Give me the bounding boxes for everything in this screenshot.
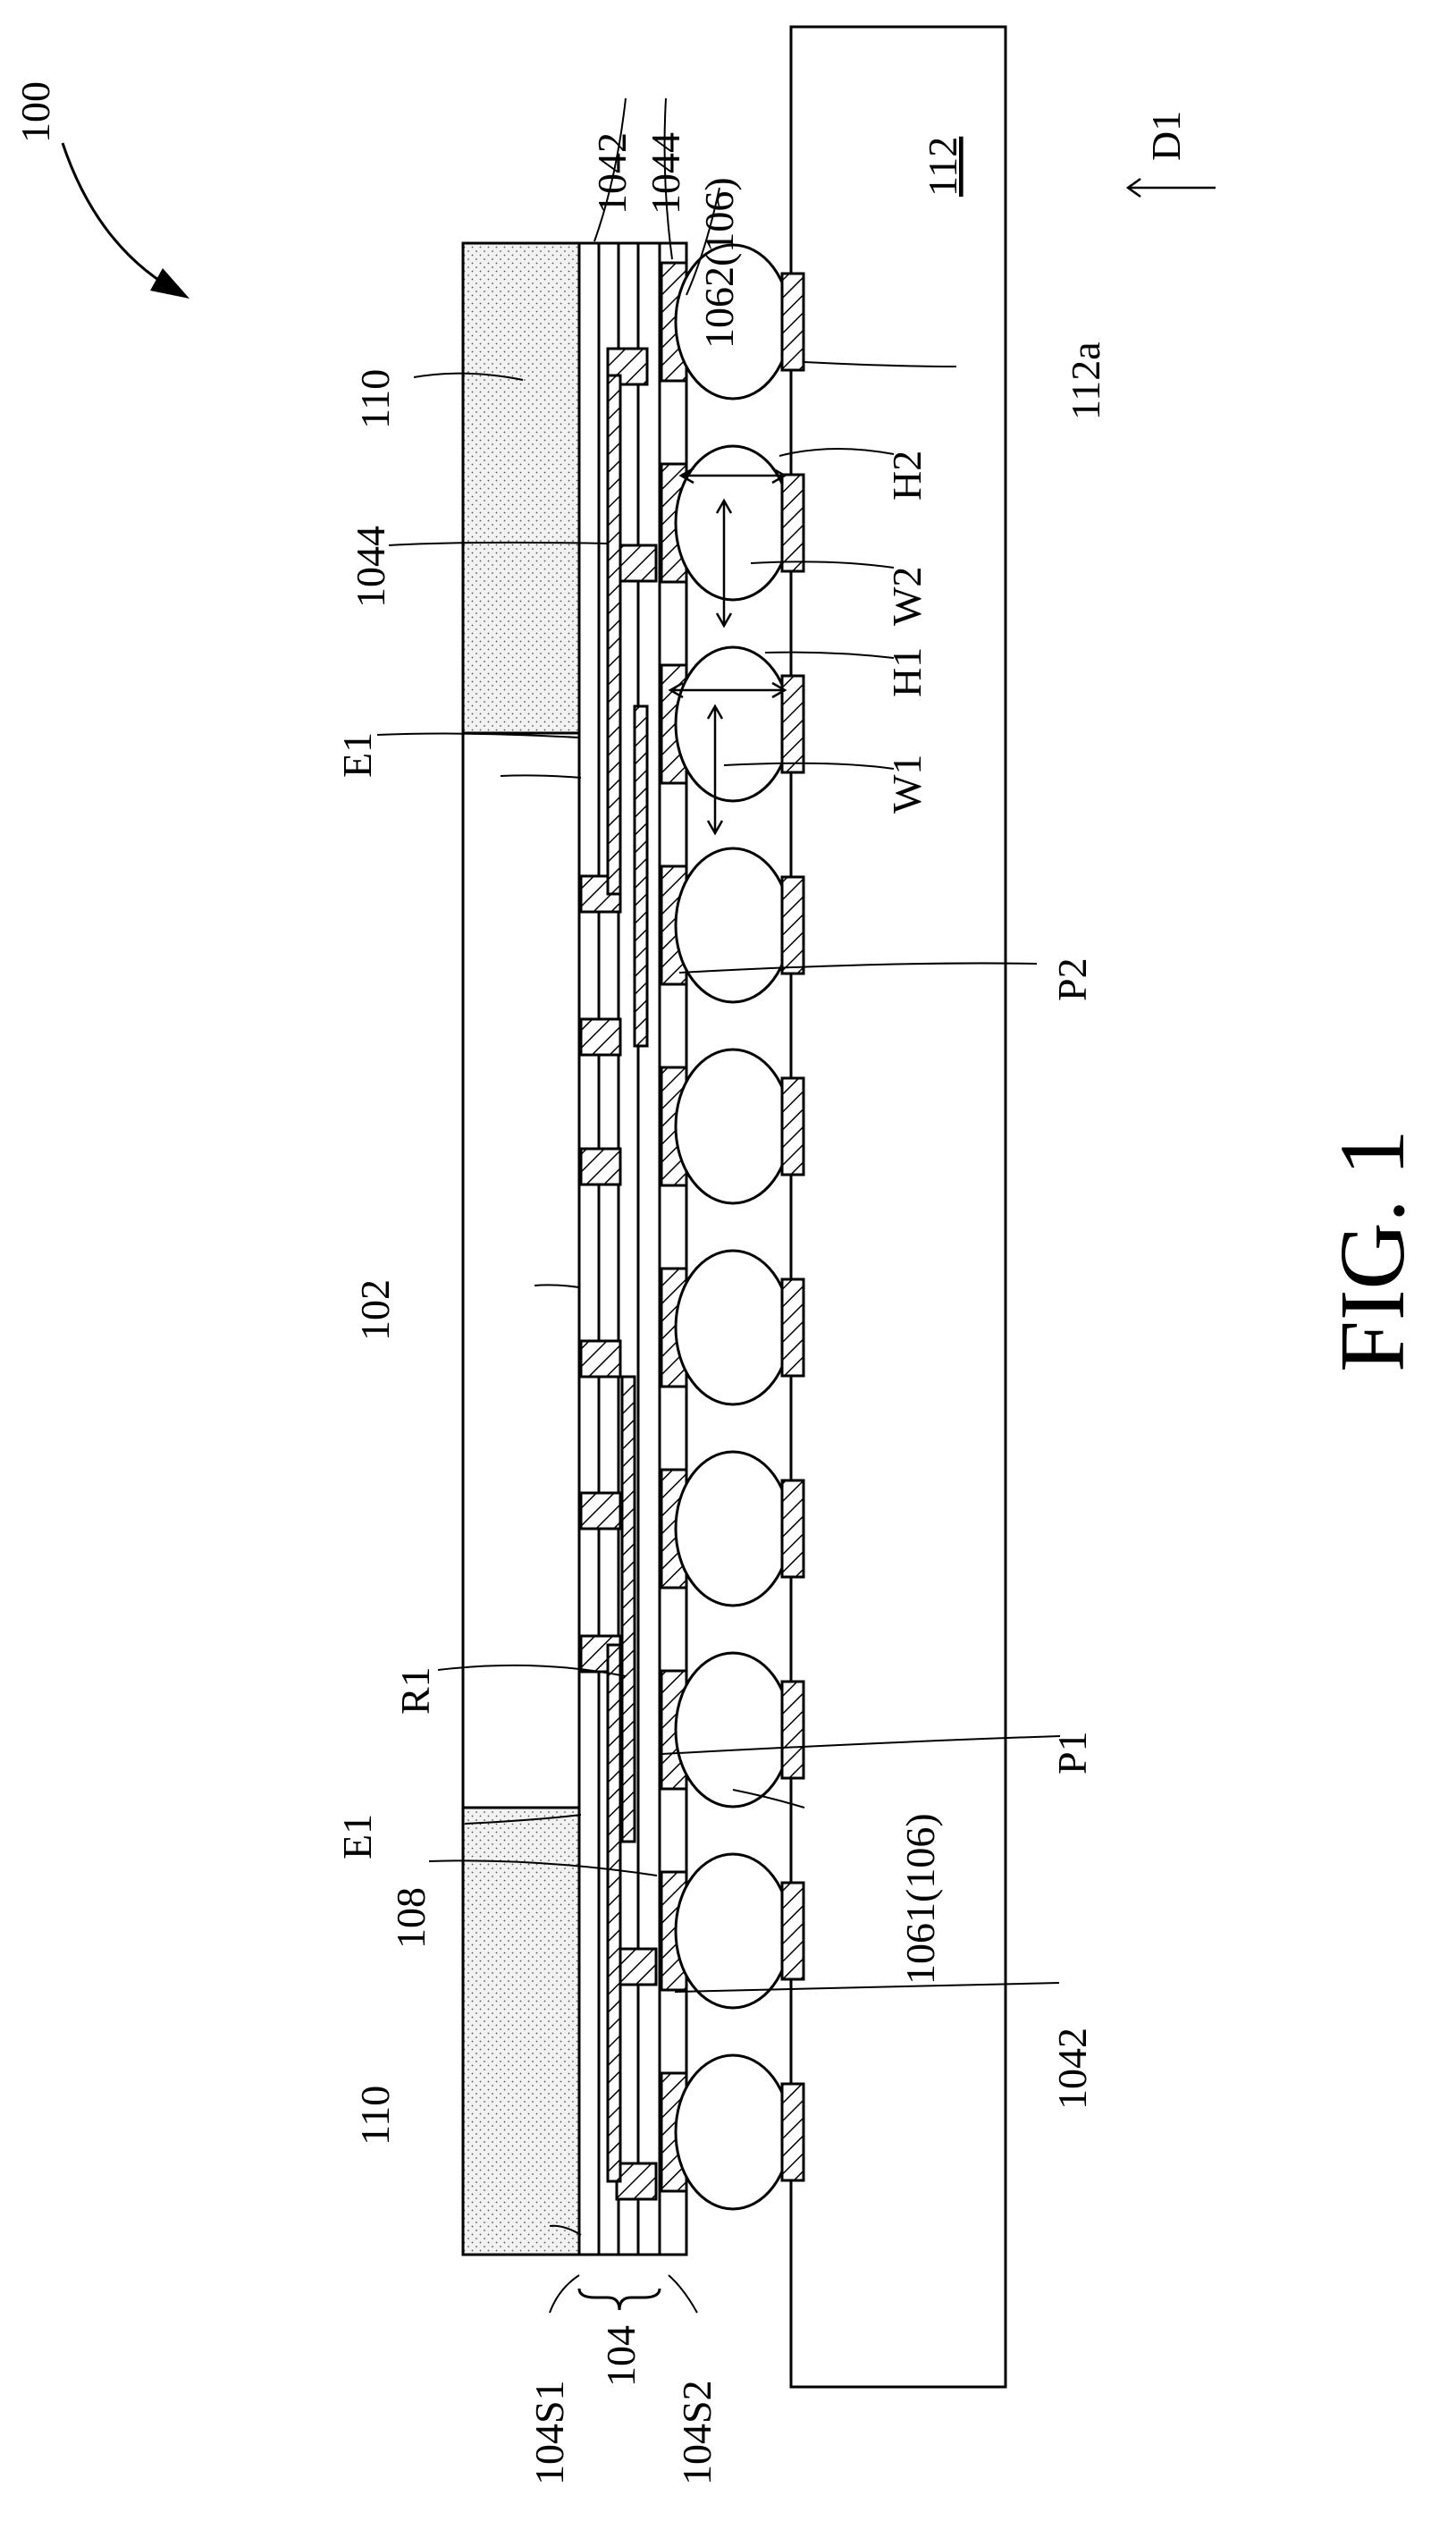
solder-ball <box>676 2055 790 2209</box>
label-encapsulant-bottom: 110 <box>352 2086 398 2146</box>
solder-ball <box>676 848 790 1002</box>
device-arrowhead <box>150 268 189 299</box>
substrate <box>791 27 1006 2387</box>
label-substrate-pad: 112a <box>1063 341 1108 420</box>
label-dielectric-bottom: 1042 <box>1049 2028 1095 2110</box>
label-edge-top: E1 <box>334 732 380 778</box>
label-chip: 102 <box>352 1279 398 1341</box>
via <box>581 1019 620 1055</box>
substrate-pad <box>782 1682 804 1778</box>
encapsulant-bottom <box>463 1808 579 2255</box>
encapsulant-top <box>463 243 579 733</box>
label-redistribution: 104 <box>598 2325 644 2387</box>
solder-ball <box>676 1653 790 1807</box>
label-encapsulant-top: 110 <box>352 369 398 429</box>
substrate-pad <box>782 1279 804 1376</box>
label-device: 100 <box>13 81 58 143</box>
solder-connectors <box>676 245 790 2209</box>
label-pitch-2: P2 <box>1049 957 1095 1001</box>
via <box>581 1341 620 1377</box>
label-connector-2: 1062(106) <box>696 177 742 349</box>
figure-caption: FIG. 1 <box>1321 1129 1424 1372</box>
substrate-pad <box>782 1883 804 1979</box>
label-pitch-1: P1 <box>1049 1731 1095 1775</box>
label-edge-bottom: E1 <box>334 1814 380 1859</box>
solder-ball <box>676 647 790 801</box>
solder-ball <box>676 1050 790 1203</box>
label-conductive-top-2: 1044 <box>643 132 688 215</box>
label-direction: D1 <box>1143 111 1189 161</box>
substrate-pad <box>782 2084 804 2180</box>
solder-ball <box>676 1452 790 1606</box>
substrate-pad <box>782 274 804 370</box>
trace-line <box>635 706 647 1046</box>
via <box>617 545 656 581</box>
label-dielectric-top: 1042 <box>589 132 635 215</box>
substrate-pad <box>782 1078 804 1175</box>
solder-ball <box>676 1251 790 1404</box>
label-conductive-top: 1044 <box>348 526 393 608</box>
label-underfill: 108 <box>388 1887 433 1949</box>
label-connector-1: 1061(106) <box>897 1813 943 1985</box>
layer-brace <box>579 2289 660 2310</box>
trace-line <box>608 1645 620 2181</box>
label-region: R1 <box>392 1666 438 1715</box>
trace-line <box>622 1377 635 1842</box>
substrate-pad <box>782 877 804 974</box>
label-height-1: H1 <box>884 647 930 697</box>
trace-line <box>608 375 620 894</box>
via <box>617 1949 656 1985</box>
label-surface-2: 104S2 <box>674 2380 720 2485</box>
label-width-1: W1 <box>884 755 930 814</box>
via <box>581 1149 620 1185</box>
label-substrate: 112 <box>920 137 965 197</box>
label-surface-1: 104S1 <box>526 2380 572 2485</box>
label-width-2: W2 <box>884 567 930 626</box>
substrate-pad <box>782 1480 804 1577</box>
substrate-pad <box>782 475 804 571</box>
via <box>581 1493 620 1529</box>
via <box>617 2163 656 2199</box>
solder-ball <box>676 1854 790 2008</box>
label-height-2: H2 <box>884 451 930 501</box>
